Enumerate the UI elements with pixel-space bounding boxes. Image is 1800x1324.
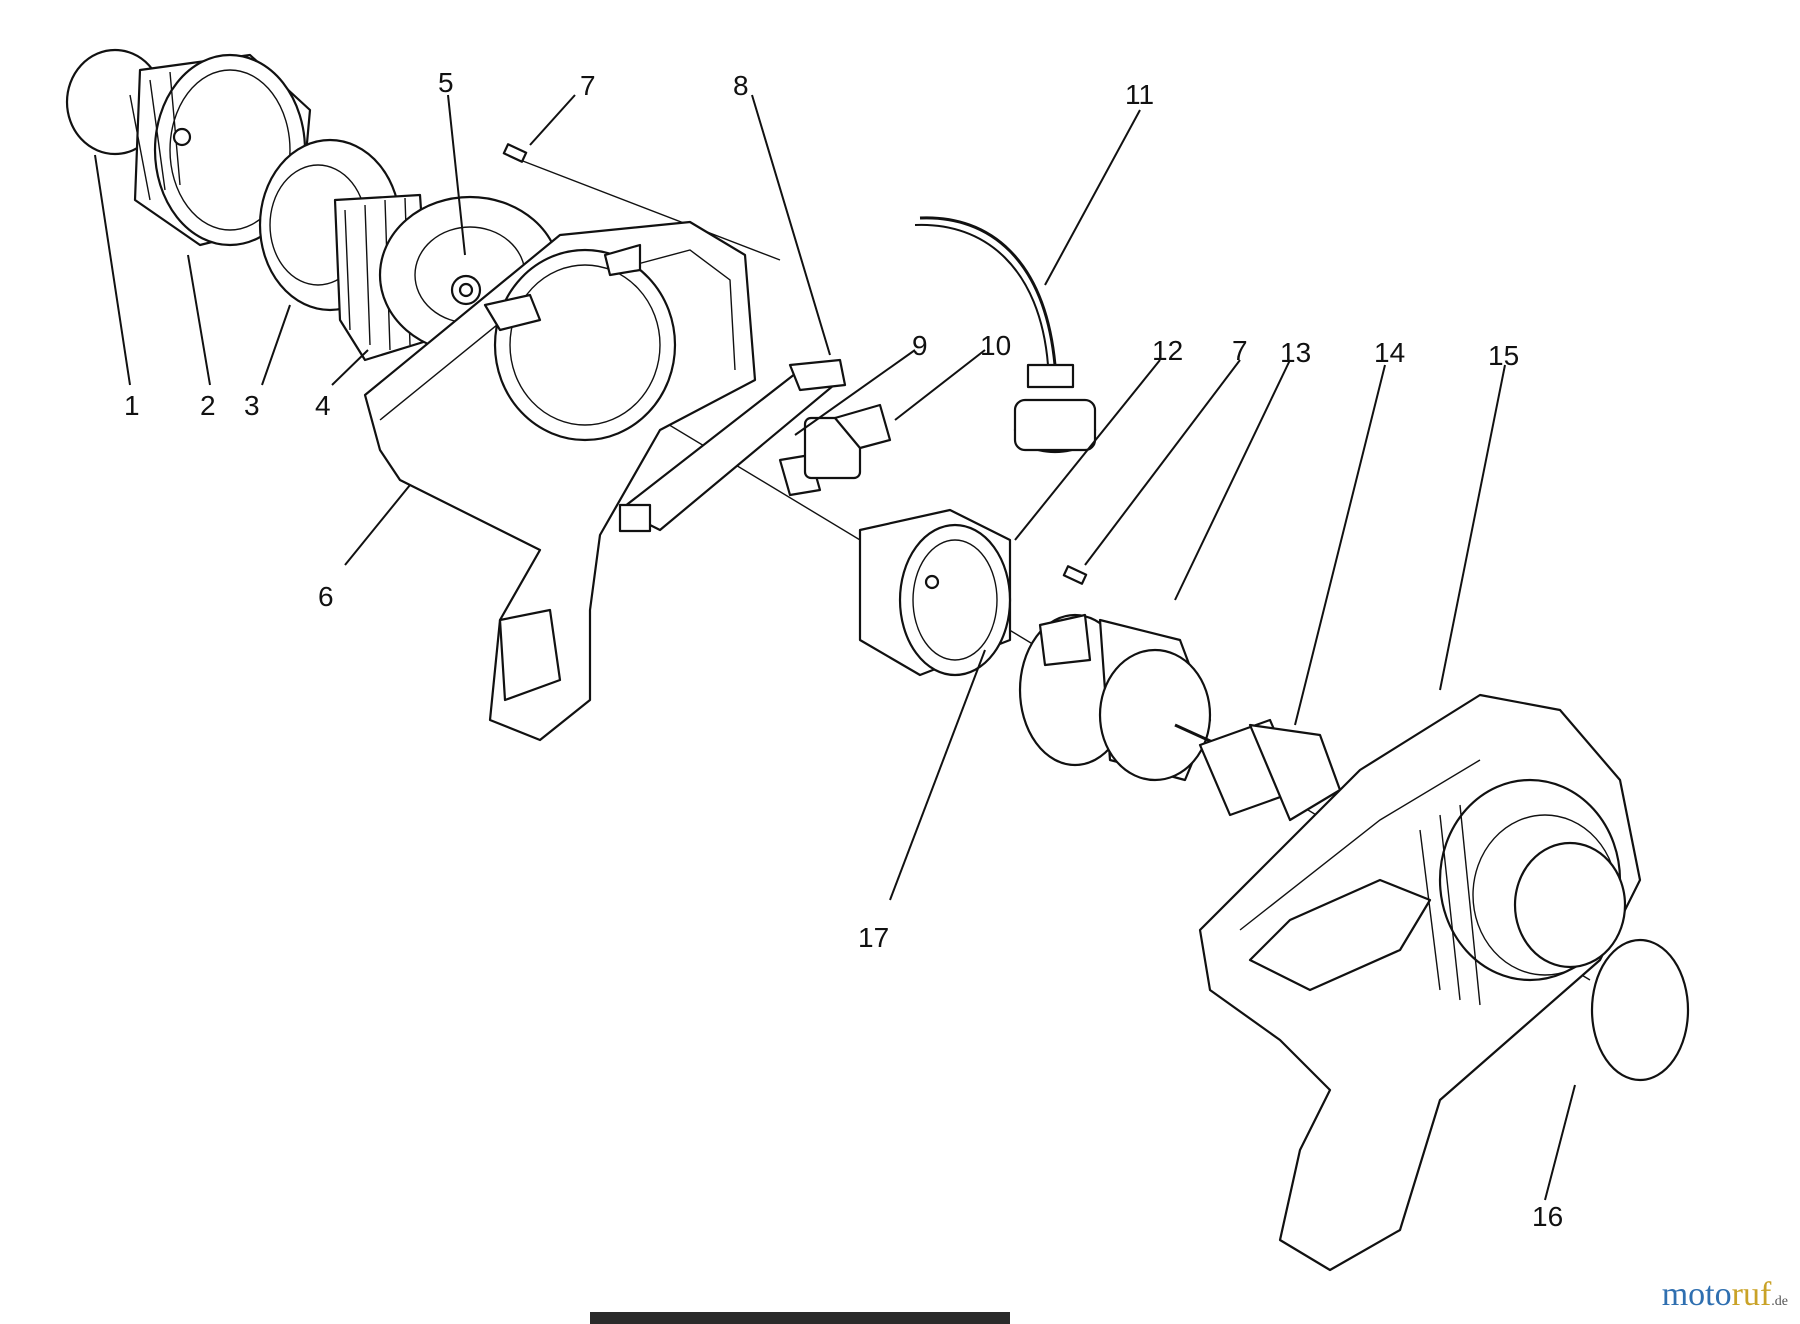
callout-1: 1 — [124, 390, 140, 421]
part-10-switch — [803, 403, 892, 480]
part-11-power-cord — [914, 216, 1097, 454]
part-6-left-housing — [363, 220, 757, 742]
callout-16: 16 — [1532, 1201, 1563, 1232]
callout-5: 5 — [438, 67, 454, 98]
part-16-rear-cap — [1590, 938, 1690, 1082]
callout-7-lower: 7 — [1232, 335, 1248, 366]
part-15-right-housing — [1198, 693, 1642, 1272]
leader-lines — [94, 94, 1576, 1201]
callout-13: 13 — [1280, 337, 1311, 368]
callout-17: 17 — [858, 922, 889, 953]
part-13-motor-housing — [1018, 613, 1212, 782]
callout-3: 3 — [244, 390, 260, 421]
watermark-part2: ruf — [1731, 1276, 1772, 1313]
callout-12: 12 — [1152, 335, 1183, 366]
callout-9: 9 — [912, 330, 928, 361]
callout-10: 10 — [980, 330, 1011, 361]
callout-labels: 1 2 3 4 5 6 7 8 9 10 11 12 7 13 14 15 16… — [124, 67, 1563, 1232]
watermark-logo: motoruf.de — [1662, 1276, 1788, 1314]
callout-4: 4 — [315, 390, 331, 421]
screw-axis-line-left — [514, 157, 781, 261]
cropped-caption-fragment — [590, 1312, 1010, 1324]
part-7-screw-lower — [1062, 565, 1088, 585]
watermark-part1: moto — [1661, 1276, 1732, 1313]
part-14-motor-armature — [1174, 718, 1342, 822]
callout-14: 14 — [1374, 337, 1405, 368]
callout-15: 15 — [1488, 340, 1519, 371]
callout-6: 6 — [318, 581, 334, 612]
part-8-switch-rod — [618, 358, 847, 533]
part-12-motor-mount — [858, 508, 1012, 677]
callout-7-upper: 7 — [580, 70, 596, 101]
callout-11: 11 — [1125, 79, 1154, 110]
watermark-suffix: .de — [1771, 1294, 1788, 1309]
callout-2: 2 — [200, 390, 216, 421]
callout-8: 8 — [733, 70, 749, 101]
part-7-screw-upper — [502, 143, 528, 163]
